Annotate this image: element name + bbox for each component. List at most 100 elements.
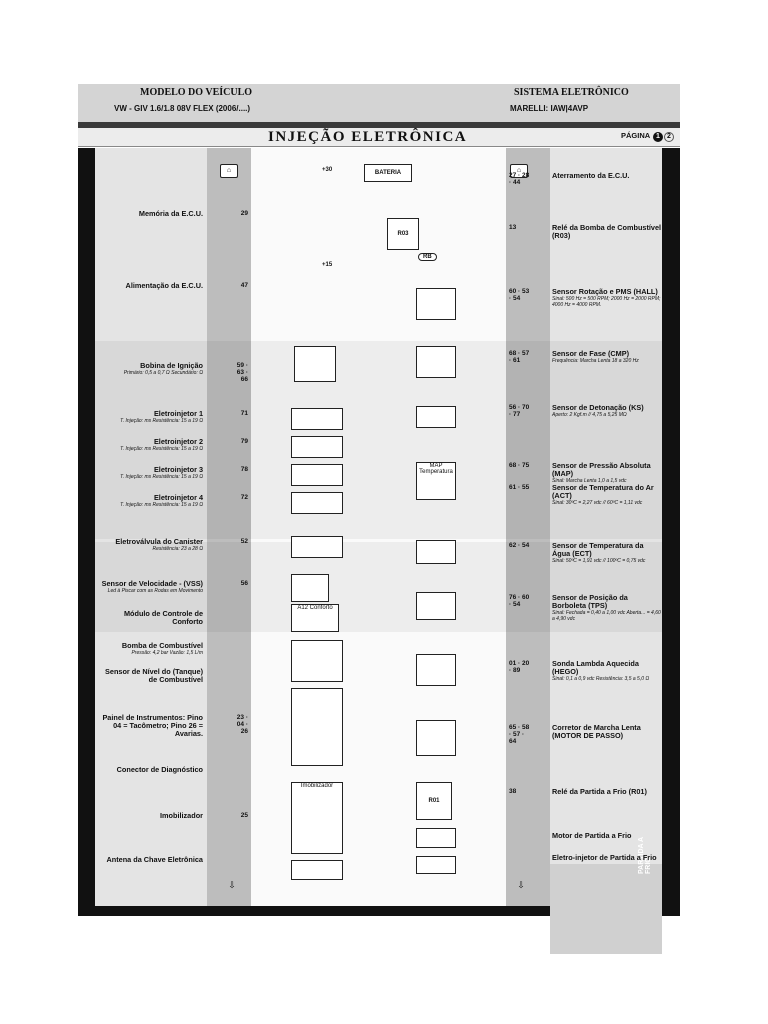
right-item-label: Sensor de Posição da Borboleta (TPS)Sina…: [552, 593, 662, 623]
key-antenna: [291, 860, 343, 880]
left-item-spec: T. Injeção: ms Resistência: 15 a 19 Ω: [120, 446, 203, 452]
right-item-pin: 68 · 75: [509, 462, 530, 469]
right-item-spec: Sinal: 0,1 a 0,9 vdc Resistência: 3,5 a …: [552, 676, 650, 682]
hall-sensor-box: [416, 288, 456, 320]
right-item-pin: 56 · 70 · 77: [509, 404, 530, 418]
left-label-column: [95, 148, 207, 906]
left-item-label: Antena da Chave Eletrônica: [95, 856, 203, 864]
wiring-area: [251, 148, 506, 906]
knock-sensor-box: [416, 406, 456, 428]
left-item-spec: T. Injeção: ms Resistência: 15 a 19 Ω: [120, 502, 203, 508]
right-item-label: Sensor de Pressão Absoluta (MAP)Sinal: M…: [552, 461, 662, 485]
system-value: MARELLI: IAW|4AVP: [510, 104, 589, 113]
right-item-pin: 13: [509, 224, 517, 231]
right-item-spec: Sinal: 500 Hz = 500 RPM; 2000 Hz = 2000 …: [552, 296, 661, 308]
comfort-label: Conforto: [309, 605, 333, 611]
right-item-spec: Aperto: 2 Kgf.m // 4,75 a 5,25 MΩ: [552, 412, 627, 418]
right-item-pin: 38: [509, 788, 517, 795]
right-item-title: Sensor de Pressão Absoluta (MAP): [552, 461, 651, 478]
left-item-pin: 59 · 63 · 66: [236, 362, 248, 383]
right-label-column: [550, 148, 662, 906]
tps-sensor-box: [416, 592, 456, 620]
ect-sensor-box: [416, 540, 456, 564]
left-item-title: Bomba de Combustível: [121, 641, 203, 650]
left-item-spec: Led à Piscar com as Rodas em Movimento: [107, 588, 203, 594]
left-item-title: Imobilizador: [160, 811, 203, 820]
page-label: PÁGINA: [621, 131, 650, 140]
left-item-title: Eletroinjetor 1: [153, 409, 203, 418]
right-item-title: Eletro-injetor de Partida a Frio: [552, 853, 657, 862]
left-item-pin: 72: [240, 494, 248, 501]
left-item-title: Sensor de Velocidade - (VSS): [101, 579, 203, 588]
right-item-pin: 76 · 60 · 54: [509, 594, 530, 608]
right-item-spec: Frequência: Marcha Lenta 18 a 320 Hz: [552, 358, 639, 364]
rb-label: RB: [418, 253, 437, 261]
right-item-label: Aterramento da E.C.U.: [552, 172, 662, 180]
ecu-icon: ⌂: [510, 164, 528, 178]
right-item-spec: Sinal: Marcha Lenta 1,0 a 1,5 vdc: [552, 478, 627, 484]
left-item-title: Antena da Chave Eletrônica: [106, 855, 203, 864]
left-item-pin: 23 · 04 · 26: [236, 714, 248, 735]
left-item-pin: 47: [240, 282, 248, 289]
left-item-pin: 79: [240, 438, 248, 445]
vehicle-model-value: VW - GIV 1.6/1.8 08V FLEX (2006/....): [114, 104, 251, 113]
right-item-label: Sensor de Temperatura do Ar (ACT)Sinal: …: [552, 483, 662, 507]
page-2-badge[interactable]: 2: [664, 132, 674, 142]
left-item-pin: 71: [240, 410, 248, 417]
immobilizer-module: Imobilizador: [291, 782, 343, 854]
cold-start-injector: [416, 856, 456, 874]
map-label: MAP: [429, 463, 443, 469]
lambda-sensor-box: [416, 654, 456, 686]
left-item-spec: T. Injeção: ms Resistência: 15 a 19 Ω: [120, 418, 203, 424]
left-item-pin: 56: [240, 580, 248, 587]
right-item-label: Sensor de Temperatura da Água (ECT)Sinal…: [552, 541, 662, 565]
instrument-panel: [291, 688, 343, 766]
cold-start-motor: [416, 828, 456, 848]
left-item-title: Eletroinjetor 2: [153, 437, 203, 446]
left-item-spec: Pressão: 4,2 bar Vazão: 1,5 L/m: [131, 650, 203, 656]
right-item-title: Sensor de Detonação (KS): [552, 403, 644, 412]
right-item-label: Sensor de Fase (CMP)Frequência: Marcha L…: [552, 349, 662, 365]
right-item-label: Relé da Bomba de Combustível (R03): [552, 224, 662, 240]
right-item-title: Sensor de Temperatura do Ar (ACT): [552, 483, 654, 500]
map-act-box: MAP Temperatura: [416, 462, 456, 500]
a12-label: A12: [297, 605, 308, 611]
right-item-title: Corretor de Marcha Lenta (MOTOR DE PASSO…: [552, 723, 641, 740]
ecu-connector-left: [207, 148, 251, 906]
right-item-pin: 62 · 54: [509, 542, 530, 549]
idle-motor-box: [416, 720, 456, 756]
right-item-title: Sensor de Fase (CMP): [552, 349, 630, 358]
right-item-label: Sensor de Detonação (KS)Aperto: 2 Kgf.m …: [552, 403, 662, 419]
left-item-title: Eletroinjetor 3: [153, 465, 203, 474]
left-item-label: Sensor de Velocidade - (VSS)Led à Piscar…: [95, 579, 203, 595]
ecu-icon: ⌂: [220, 164, 238, 178]
left-item-label: Painel de Instrumentos: Pino 04 = Tacôme…: [95, 714, 203, 738]
ecu-connector-right: [506, 148, 550, 906]
section-shade-1: [95, 341, 662, 539]
right-item-title: Motor de Partida a Frio: [552, 831, 632, 840]
left-item-title: Painel de Instrumentos: Pino 04 = Tacôme…: [102, 713, 203, 738]
right-item-title: Sensor de Posição da Borboleta (TPS): [552, 593, 628, 610]
right-item-label: Sonda Lambda Aquecida (HEGO)Sinal: 0,1 a…: [552, 660, 662, 683]
comfort-module: A12 Conforto: [291, 604, 339, 632]
left-item-title: Sensor de Nível do (Tanque) de Combustív…: [105, 667, 203, 684]
injector-4: [291, 492, 343, 514]
right-item-pin: 68 · 57 · 61: [509, 350, 530, 364]
vehicle-model-label: MODELO DO VEÍCULO: [140, 87, 253, 98]
page-1-badge[interactable]: 1: [653, 132, 663, 142]
ground-arrow-icon: ⇩: [228, 880, 236, 890]
right-item-pin: 60 · 53 · 54: [509, 288, 530, 302]
left-item-title: Eletroinjetor 4: [153, 493, 203, 502]
right-item-title: Relé da Partida a Frio (R01): [552, 787, 647, 796]
left-item-label: Sensor de Nível do (Tanque) de Combustív…: [95, 668, 203, 684]
left-item-label: Memória da E.C.U.: [95, 210, 203, 218]
left-item-pin: 29: [240, 210, 248, 217]
left-item-pin: 78: [240, 466, 248, 473]
header-divider: [78, 122, 680, 128]
right-item-title: Sensor de Temperatura da Água (ECT): [552, 541, 644, 558]
left-item-spec: Resistência: 23 a 28 Ω: [152, 546, 204, 552]
